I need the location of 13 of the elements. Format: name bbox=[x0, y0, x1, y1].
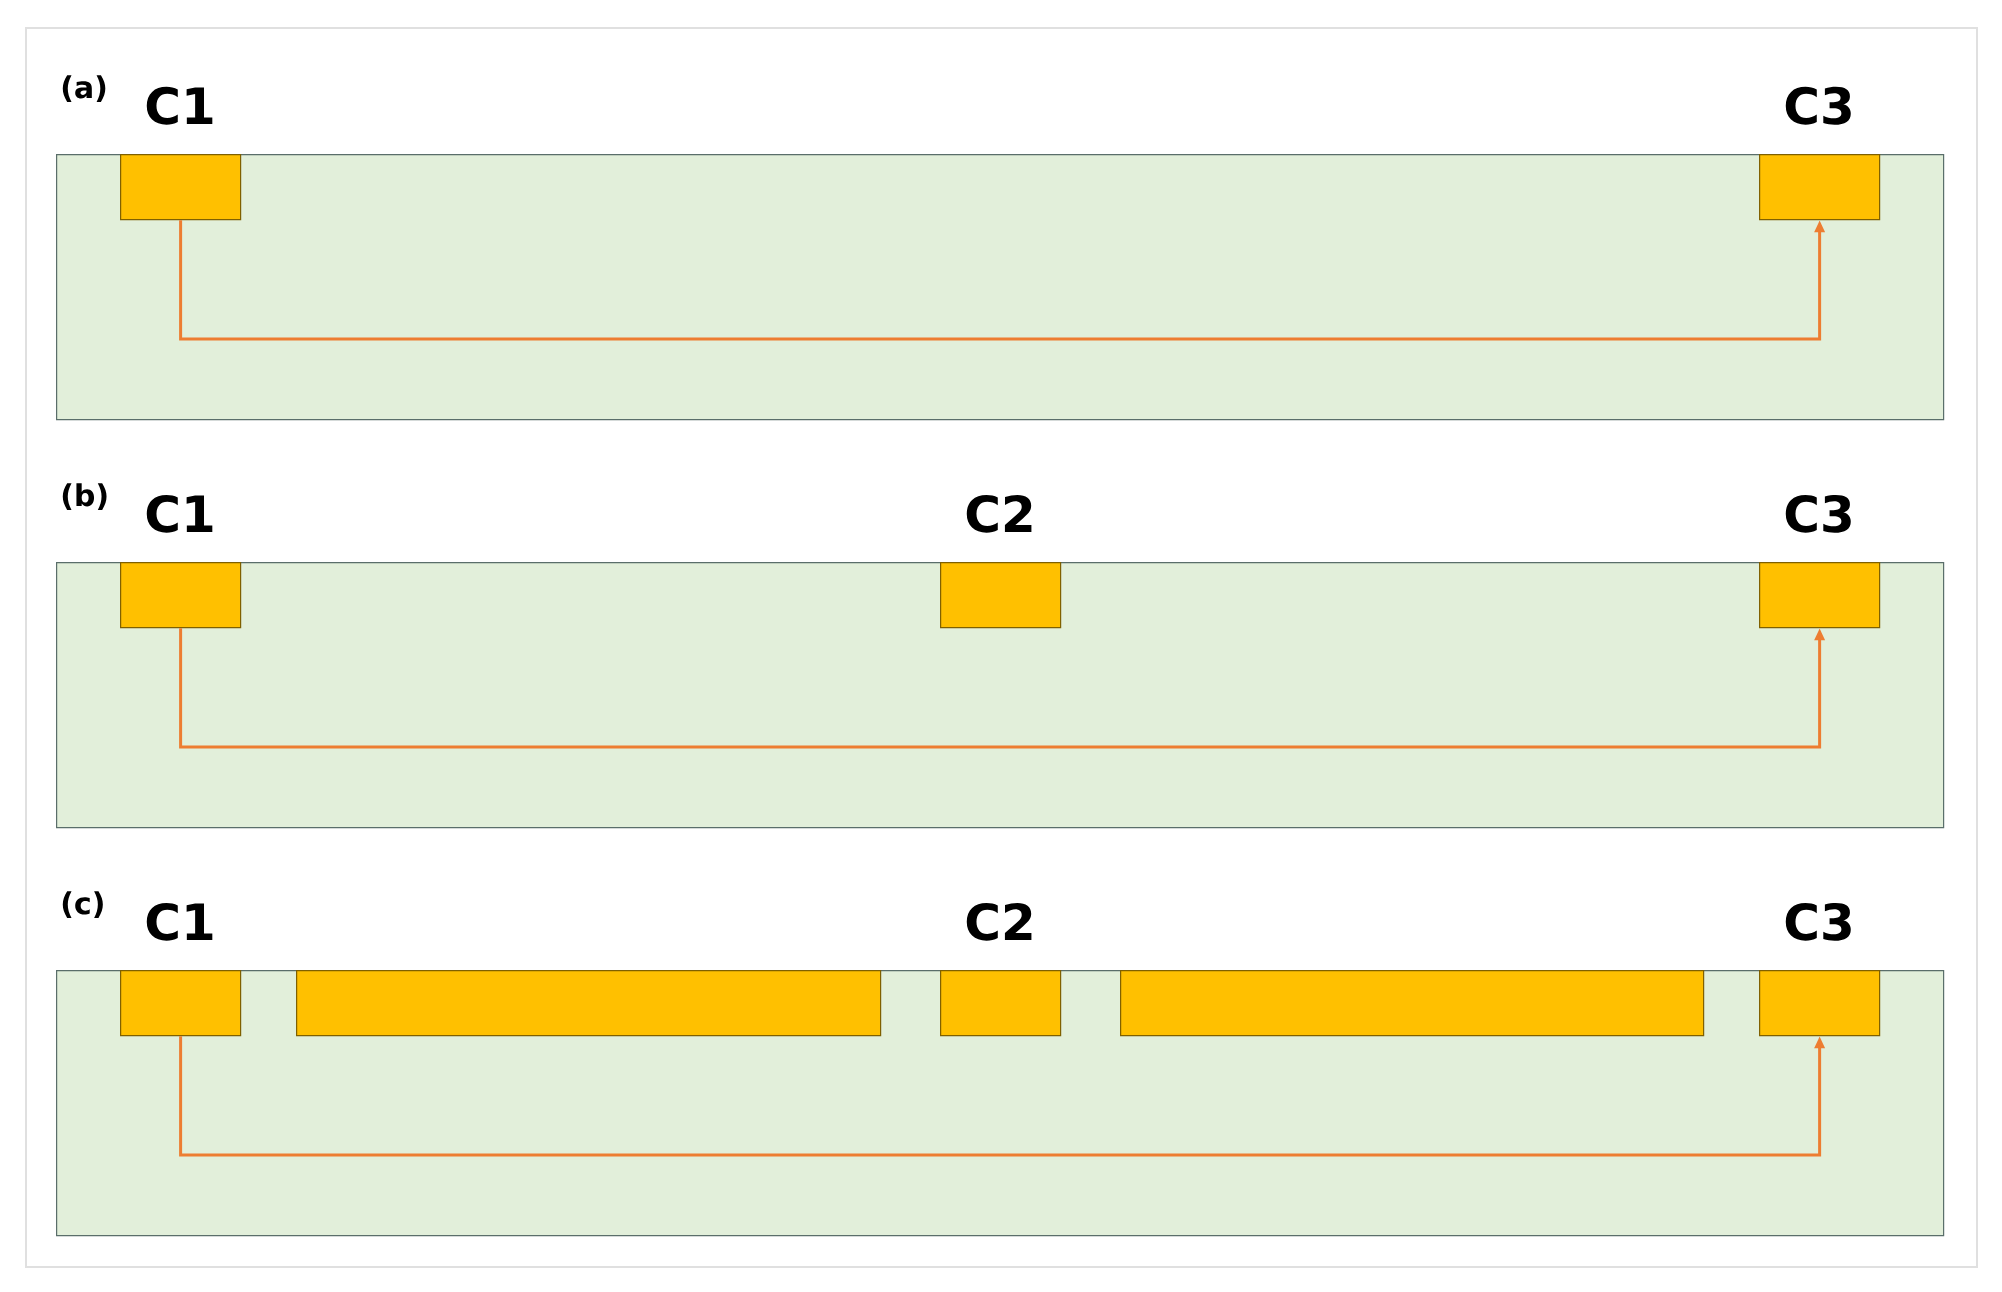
electrode-label: C2 bbox=[966, 902, 1032, 941]
electrode-label: C3 bbox=[1785, 902, 1851, 941]
panel-label: (a) bbox=[62, 75, 106, 102]
electrode-label: C2 bbox=[966, 494, 1032, 533]
electrode-label: C1 bbox=[146, 902, 213, 941]
electrode-strip bbox=[1120, 970, 1705, 1037]
electrode-label: C1 bbox=[146, 494, 213, 533]
panel-label: (b) bbox=[62, 483, 107, 510]
panel-label: (c) bbox=[62, 891, 103, 918]
electrode-label: C1 bbox=[146, 86, 213, 125]
electrode-label: C3 bbox=[1785, 86, 1851, 125]
electrode-label: C3 bbox=[1785, 494, 1851, 533]
electrode-strip bbox=[296, 970, 882, 1037]
